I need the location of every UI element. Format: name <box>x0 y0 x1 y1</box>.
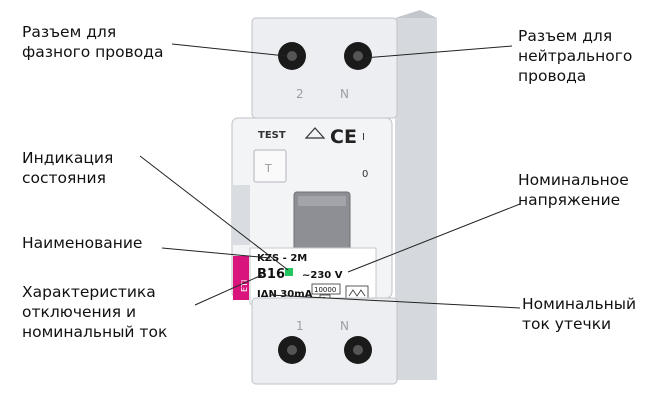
callout-line: Разъем для <box>518 27 613 45</box>
leader-trip-characteristic <box>194 274 263 306</box>
test-label: TEST <box>258 130 286 141</box>
callout-line: Номинальное <box>518 171 629 189</box>
callout-line: Номинальный <box>522 295 637 313</box>
callout-line: Разъем для <box>22 23 117 41</box>
callout-trip-characteristic: Характеристика отключения и номинальный … <box>22 282 167 342</box>
switch-on-mark: I <box>362 132 365 143</box>
brand-logo: ETI <box>240 280 249 292</box>
voltage-marking: ~230 V <box>302 270 343 281</box>
top-terminal-phase-number: 2 <box>296 87 304 101</box>
callout-line: номинальный ток <box>22 323 168 341</box>
test-button[interactable] <box>253 149 287 183</box>
callout-line: ток утечки <box>522 315 612 333</box>
model-marking: KZS - 2M <box>257 253 307 264</box>
callout-line: состояния <box>22 169 106 187</box>
svg-text:T: T <box>264 162 272 175</box>
ce-mark: CE <box>330 126 357 148</box>
callout-line: Характеристика <box>22 283 156 301</box>
callout-line: Наименование <box>22 234 143 252</box>
bottom-terminal-neutral-letter: N <box>340 319 349 333</box>
callout-model-name: Наименование <box>22 233 142 253</box>
callout-line: Индикация <box>22 149 114 167</box>
brand-stripe <box>233 256 249 300</box>
callout-leakage-current: Номинальный ток утечки <box>522 294 636 334</box>
callout-phase-terminal: Разъем для фазного провода <box>22 22 163 62</box>
top-terminal-neutral-letter: N <box>340 87 349 101</box>
leader-leakage-current <box>269 294 521 309</box>
certification-triangle-icon <box>304 127 326 139</box>
callout-line: нейтрального <box>518 47 633 65</box>
callout-line: фазного провода <box>22 43 164 61</box>
callout-line: провода <box>518 67 587 85</box>
curve-current-marking: B16 <box>257 267 285 282</box>
device-top-housing <box>251 17 398 119</box>
leader-status-indicator <box>139 155 289 271</box>
switch-off-mark: 0 <box>362 169 368 180</box>
callout-neutral-terminal: Разъем для нейтрального провода <box>518 26 632 86</box>
callout-status-indicator: Индикация состояния <box>22 148 113 188</box>
status-indicator-window <box>285 268 293 276</box>
leakage-marking: IΔN 30mA <box>257 289 313 300</box>
callout-line: напряжение <box>518 191 621 209</box>
leader-neutral-terminal <box>363 45 513 59</box>
bottom-terminal-phase-number: 1 <box>296 319 304 333</box>
callout-line: отключения и <box>22 303 137 321</box>
device-bottom-housing <box>251 297 398 385</box>
leader-model-name <box>161 247 271 259</box>
leader-phase-terminal <box>171 43 287 57</box>
device-side <box>395 18 437 380</box>
leader-rated-voltage <box>347 203 521 273</box>
breaking-capacity-marking: 10000 <box>314 286 336 294</box>
callout-rated-voltage: Номинальное напряжение <box>518 170 629 210</box>
